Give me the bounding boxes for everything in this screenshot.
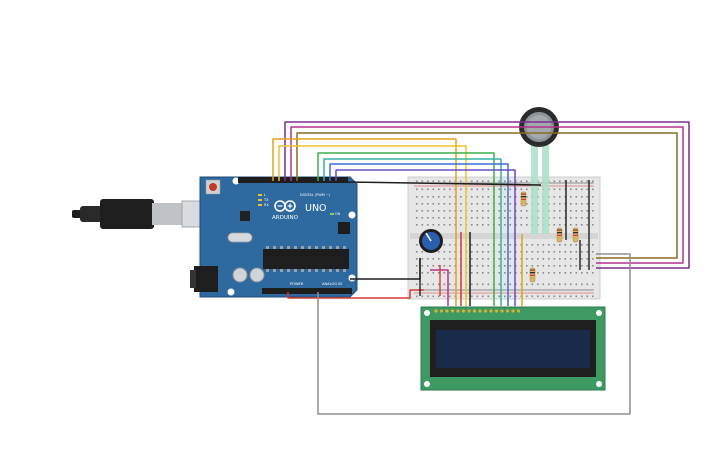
mounting-hole (232, 177, 240, 185)
analog-label: ANALOG IN (322, 282, 342, 286)
on-led (330, 213, 334, 215)
wire-brown[interactable] (296, 132, 678, 259)
capacitor (232, 267, 248, 283)
power-label: POWER (290, 282, 304, 286)
wire-magenta[interactable] (430, 269, 449, 306)
arduino-logo (274, 200, 296, 212)
atmega-chip (263, 249, 349, 269)
crystal-oscillator (227, 232, 253, 243)
usb-chip (240, 211, 250, 221)
mounting-hole (348, 274, 356, 282)
brand-label: ARDUINO (272, 215, 299, 221)
wire-green[interactable] (317, 152, 495, 306)
rx-led (258, 204, 262, 206)
on-label: ON (335, 212, 341, 216)
lcd-16x2-module[interactable] (420, 306, 606, 391)
resistor[interactable] (520, 191, 527, 207)
board-name-label: UNO (305, 203, 327, 214)
wire-magenta[interactable] (290, 126, 684, 264)
resistor[interactable] (556, 227, 563, 243)
tx-led (258, 199, 262, 201)
arduino-uno-board[interactable]: ARDUINO UNO DIGITAL (PWM ~) ANALOG IN PO… (190, 176, 358, 298)
digital-header[interactable] (238, 177, 348, 183)
wire-black[interactable] (345, 181, 542, 186)
l-label: L (264, 193, 266, 197)
wire-red[interactable] (287, 289, 424, 299)
tx-label: TX (263, 198, 269, 202)
wire-purple[interactable] (284, 121, 690, 269)
icsp-header (338, 222, 350, 234)
potentiometer[interactable] (419, 229, 443, 253)
wire-yellow[interactable] (278, 145, 467, 306)
lcd-screen (436, 330, 590, 368)
rail-jumpers[interactable] (419, 180, 590, 296)
wire-teal[interactable] (323, 158, 502, 306)
resistor[interactable] (529, 267, 536, 283)
mounting-hole (227, 288, 235, 296)
wire-violet[interactable] (335, 169, 516, 306)
power-analog-header[interactable] (262, 288, 352, 294)
lcd-pin-header[interactable] (434, 309, 521, 313)
l-led (258, 194, 262, 196)
power-jack (194, 266, 218, 292)
digital-label: DIGITAL (PWM ~) (300, 193, 331, 197)
resistor[interactable] (572, 227, 579, 243)
reset-button-cap[interactable] (209, 183, 217, 191)
wire-blue[interactable] (329, 163, 509, 306)
usb-cable[interactable] (72, 199, 217, 229)
wire-grey[interactable] (317, 253, 631, 415)
capacitor (249, 267, 265, 283)
mounting-hole (348, 211, 356, 219)
wire-orange[interactable] (272, 138, 457, 306)
rx-label: RX (264, 203, 269, 207)
